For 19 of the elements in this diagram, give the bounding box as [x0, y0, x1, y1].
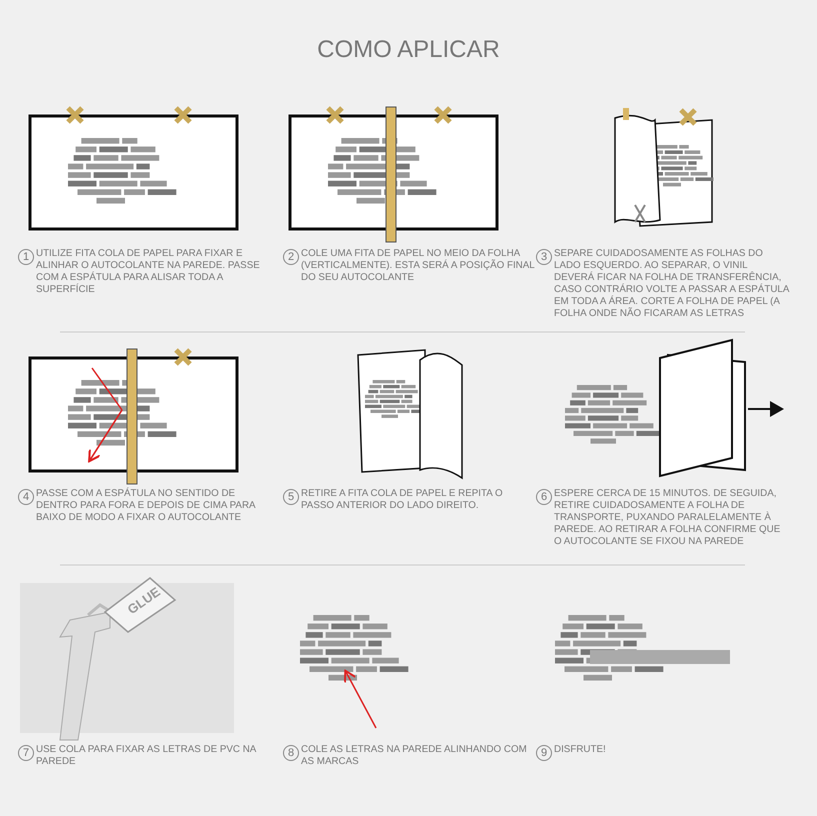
step-number: 7: [18, 745, 34, 761]
step-instruction: RETIRE A FITA COLA DE PAPEL E REPITA O PASSO ANTERIOR DO LADO DIREITO.: [301, 488, 504, 512]
page-title: COMO APLICAR: [316, 36, 501, 64]
step-instruction: SEPARE CUIDADOSAMENTE AS FOLHAS DO LADO ESQUERDO. AO SEPARAR, O VINIL DEVERÁ FICAR NA FOLHA DE TRANSFERÊNCIA, CASO CONTRÁRIO VOLTE A PASSAR A ESPÁTULA EM TODA A ÁREA. CORTE A FOLHA DE PAPEL (A FOLHA ONDE NÃO FICARAM AS LETRAS: [554, 248, 789, 320]
step-instruction: PASSE COM A ESPÁTULA NO SENTIDO DE DENTRO PARA FORA E DEPOIS DE CIMA PARA BAIXO DE MODO A FIXAR O AUTOCOLANTE: [36, 488, 256, 524]
step-number: 1: [18, 249, 34, 265]
step-number: 5: [283, 489, 299, 505]
step-number: 9: [536, 745, 552, 761]
step-instruction: USE COLA PARA FIXAR AS LETRAS DE PVC NA PAREDE: [36, 744, 258, 768]
step-number: 3: [536, 249, 552, 265]
step-number: 2: [283, 249, 299, 265]
step-instruction: COLE AS LETRAS NA PAREDE ALINHANDO COM AS MARCAS: [301, 744, 528, 768]
step-instruction: UTILIZE FITA COLA DE PAPEL PARA FIXAR E ALINHAR O AUTOCOLANTE NA PAREDE. PASSE COM A ESPÁTULA PARA ALISAR TODA A SUPERFÍCIE: [36, 248, 261, 296]
step-number: 8: [283, 745, 299, 761]
step-instruction: DISFRUTE!: [554, 744, 607, 756]
step-number: 4: [18, 489, 34, 505]
step-instruction: ESPERE CERCA DE 15 MINUTOS. DE SEGUIDA, RETIRE CUIDADOSAMENTE A FOLHA DE TRANSPORTE, PUXANDO PARALELAMENTE À PAREDE. AO RETIRAR A FOLHA CONFIRME QUE O AUTOCOLANTE SE FIXOU NA PAREDE: [554, 488, 782, 548]
step-number: 6: [536, 489, 552, 505]
step-instruction: COLE UMA FITA DE PAPEL NO MEIO DA FOLHA (VERTICALMENTE). ESTA SERÁ A POSIÇÃO FINAL DO SEU AUTOCOLANTE: [301, 248, 536, 284]
